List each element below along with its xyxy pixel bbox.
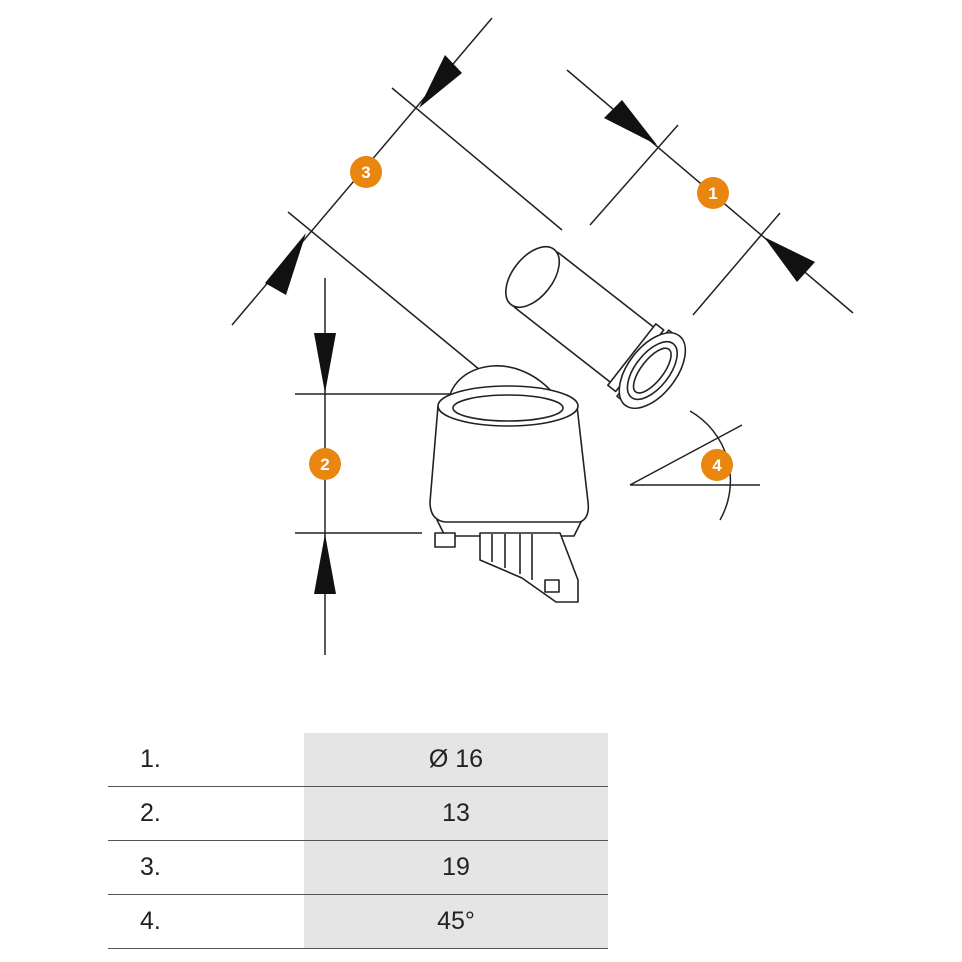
table-row: 2. 13 xyxy=(108,786,608,841)
row-index: 1. xyxy=(108,733,304,787)
table-row: 3. 19 xyxy=(108,840,608,895)
dimension-3 xyxy=(231,17,563,371)
row-value: 45° xyxy=(304,894,608,949)
callout-2: 2 xyxy=(309,448,341,480)
row-value: 13 xyxy=(304,786,608,841)
dimension-2 xyxy=(295,278,480,655)
callout-3-label: 3 xyxy=(361,163,370,182)
row-value: 19 xyxy=(304,840,608,895)
row-value: Ø 16 xyxy=(304,733,608,787)
dimension-4-angle xyxy=(629,410,760,521)
lower-cylinder xyxy=(429,385,590,523)
table-row: 1. Ø 16 xyxy=(108,733,608,787)
row-index: 4. xyxy=(108,894,304,949)
upper-outlet xyxy=(505,245,687,410)
table-row: 4. 45° xyxy=(108,894,608,949)
callout-1: 1 xyxy=(697,177,729,209)
callout-1-label: 1 xyxy=(708,184,717,203)
dimensions-table: 1. Ø 16 2. 13 3. 19 4. 45° xyxy=(108,733,608,949)
callout-2-label: 2 xyxy=(320,455,329,474)
elbow-fitting xyxy=(429,245,687,603)
row-index: 2. xyxy=(108,786,304,841)
callout-3: 3 xyxy=(350,156,382,188)
callout-4: 4 xyxy=(701,449,733,481)
row-index: 3. xyxy=(108,840,304,895)
callout-4-label: 4 xyxy=(712,456,722,475)
fitting-dimension-drawing: 1 2 3 4 xyxy=(231,17,854,655)
base-clip xyxy=(434,519,583,603)
